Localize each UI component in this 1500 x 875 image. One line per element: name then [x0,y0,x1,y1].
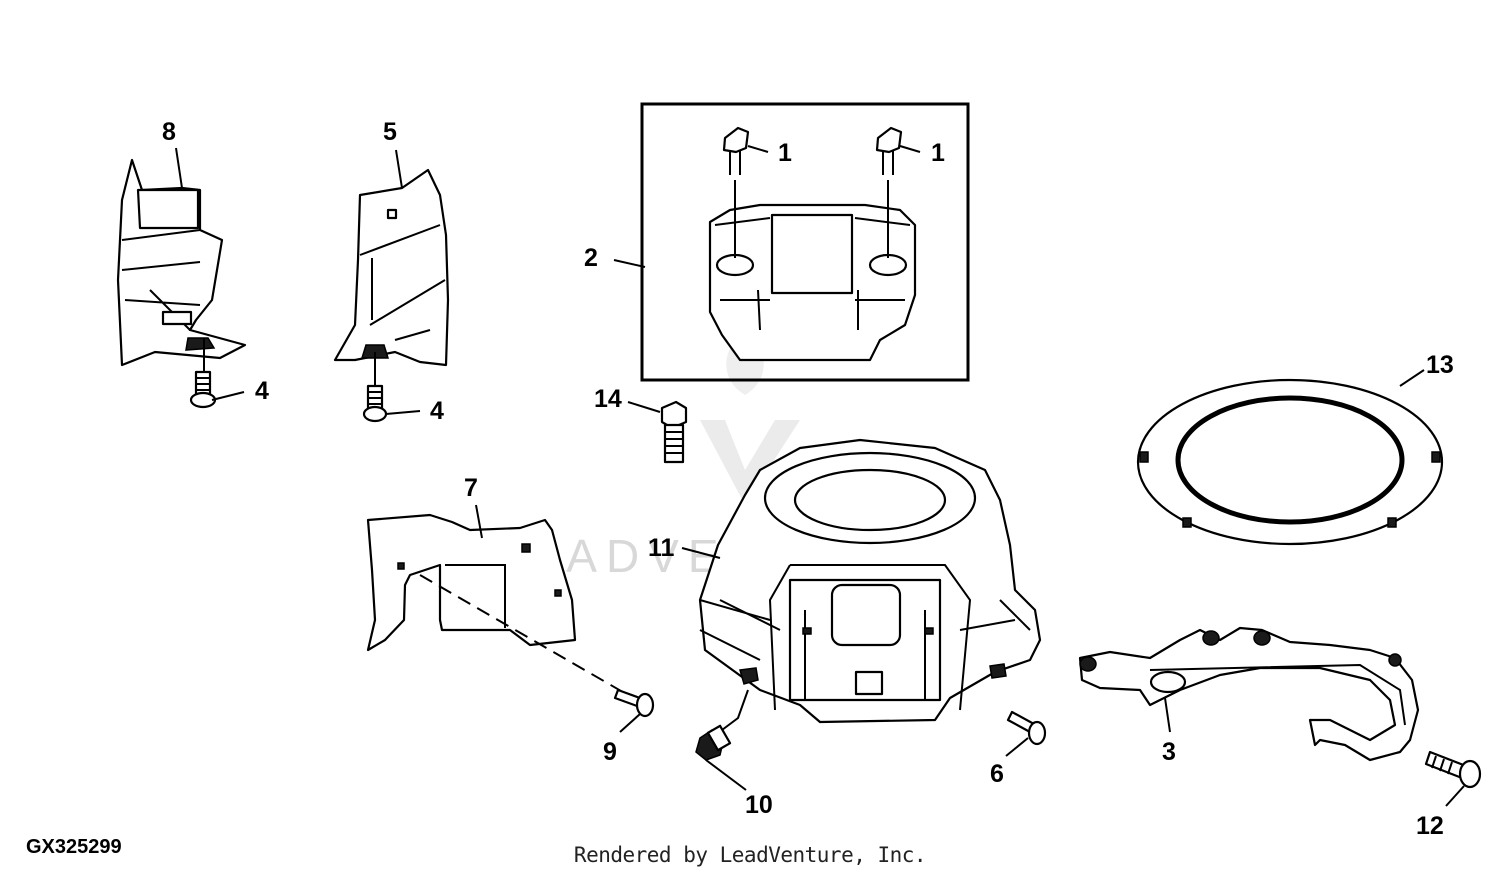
screw-6 [1006,710,1047,746]
callout-10: 10 [745,791,773,819]
callout-9: 9 [603,738,617,766]
callout-3: 3 [1162,738,1176,766]
callout-1-right: 1 [931,139,945,167]
callout-13: 13 [1426,351,1454,379]
part-8-shroud-bracket [116,158,247,367]
part-2-top-cover-group [640,102,970,382]
screw-9 [613,688,655,718]
callout-6: 6 [990,760,1004,788]
callout-8: 8 [162,118,176,146]
callout-4-right: 4 [430,397,444,425]
screw-4-right [362,352,388,423]
knob-1-right [875,126,903,175]
part-14-hex-bolt [660,400,688,464]
figure-id: GX325299 [26,836,122,858]
callout-11: 11 [648,534,675,562]
callout-4-left: 4 [255,377,269,405]
part-5-shroud-bracket [333,168,450,367]
callout-14: 14 [594,385,622,413]
part-3-air-guide [1078,626,1420,762]
callout-1-left: 1 [778,139,792,167]
leader-lines [175,145,1465,807]
callout-12: 12 [1416,812,1444,840]
part-11-blower-housing [698,438,1042,724]
screw-4-left [189,338,217,409]
part-13-ring [1136,378,1444,546]
callout-5: 5 [383,118,397,146]
credit-text: Rendered by LeadVenture, Inc. [573,843,927,867]
knob-1-left [722,126,750,175]
callout-7: 7 [464,474,478,502]
callout-2: 2 [584,244,598,272]
screw-10 [695,689,749,761]
screw-12 [1424,750,1482,789]
part-7-baffle-plate [366,513,629,696]
